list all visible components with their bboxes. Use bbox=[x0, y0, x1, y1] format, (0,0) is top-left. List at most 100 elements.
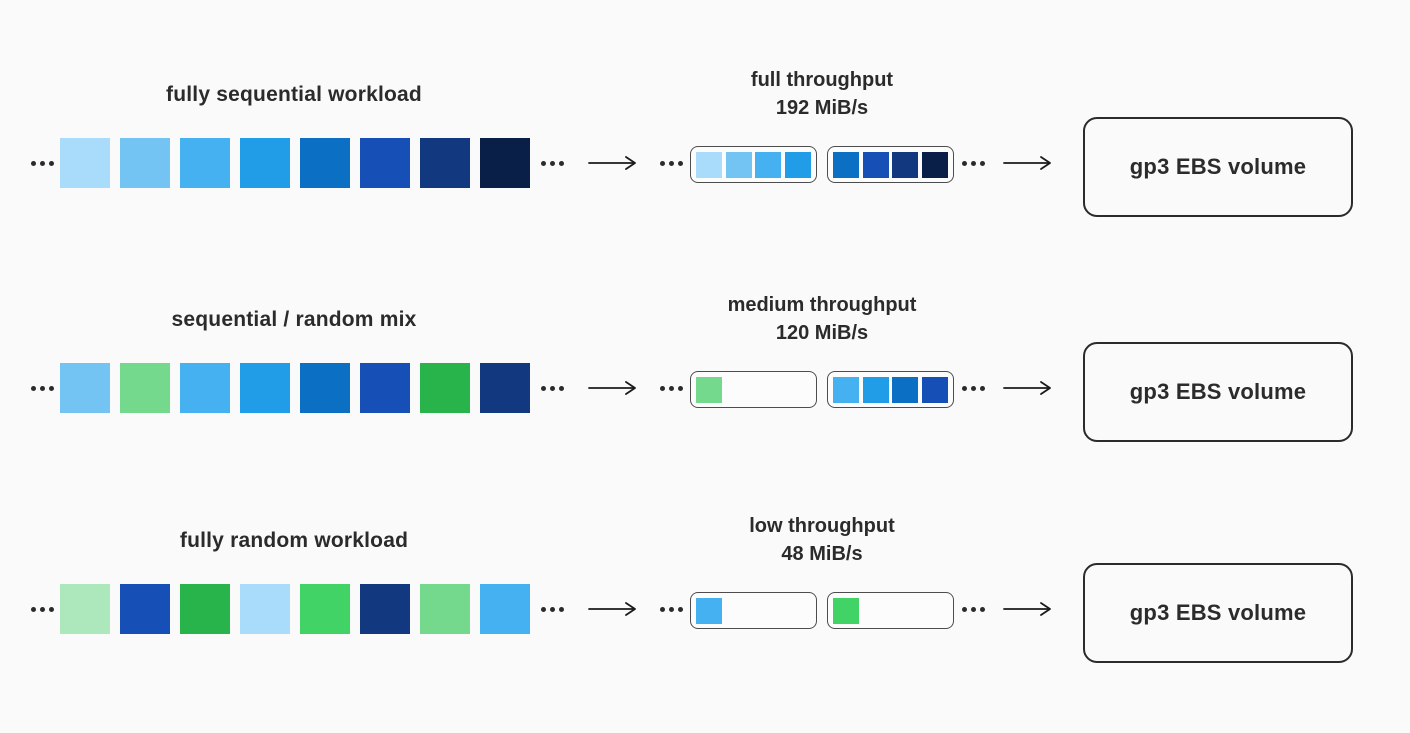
batch-cell-empty bbox=[863, 598, 889, 624]
io-block bbox=[480, 584, 530, 634]
io-block bbox=[180, 584, 230, 634]
ellipsis-dot bbox=[559, 385, 564, 391]
workload-row-sequential: fully sequential workload full throughpu… bbox=[0, 0, 1410, 225]
ellipsis-dot bbox=[980, 385, 985, 391]
ellipsis-dot bbox=[541, 385, 546, 391]
ellipsis-dot bbox=[49, 385, 54, 391]
io-batch-box bbox=[827, 592, 954, 629]
ellipsis-dot bbox=[678, 606, 683, 612]
ellipsis-icon bbox=[541, 160, 564, 166]
io-block-stream bbox=[60, 363, 530, 413]
ellipsis-dot bbox=[550, 160, 555, 166]
io-block bbox=[60, 138, 110, 188]
ellipsis-dot bbox=[971, 385, 976, 391]
batch-cell bbox=[784, 151, 811, 178]
io-block bbox=[60, 584, 110, 634]
batch-cell-empty bbox=[892, 598, 918, 624]
throughput-label: low throughput 48 MiB/s bbox=[672, 512, 972, 568]
ellipsis-icon bbox=[660, 606, 683, 612]
batch-cell bbox=[892, 151, 919, 178]
batch-cell bbox=[725, 151, 752, 178]
throughput-title: full throughput bbox=[750, 69, 894, 91]
ellipsis-icon bbox=[31, 606, 54, 612]
io-batch-box bbox=[690, 592, 817, 629]
batch-cell bbox=[696, 151, 722, 178]
ellipsis-dot bbox=[980, 606, 985, 612]
gp3-volume-box: gp3 EBS volume bbox=[1083, 563, 1353, 663]
io-block-stream bbox=[60, 138, 530, 188]
batch-cell bbox=[833, 376, 859, 403]
ellipsis-icon bbox=[962, 160, 985, 166]
batch-cell bbox=[833, 597, 859, 624]
io-batch-box bbox=[690, 146, 817, 183]
workload-label: sequential / random mix bbox=[171, 308, 417, 331]
arrow-right-icon bbox=[1003, 602, 1051, 616]
ellipsis-dot bbox=[559, 160, 564, 166]
ellipsis-dot bbox=[31, 385, 36, 391]
batch-cell bbox=[833, 151, 859, 178]
ellipsis-icon bbox=[31, 385, 54, 391]
io-block bbox=[300, 363, 350, 413]
gp3-volume-box: gp3 EBS volume bbox=[1083, 117, 1353, 217]
batch-cell bbox=[892, 376, 919, 403]
throughput-value: 120 MiB/s bbox=[775, 322, 869, 344]
throughput-value: 48 MiB/s bbox=[781, 543, 863, 565]
ellipsis-dot bbox=[49, 606, 54, 612]
batch-cell bbox=[862, 151, 889, 178]
ellipsis-icon bbox=[541, 385, 564, 391]
batch-cell-empty bbox=[755, 377, 781, 403]
batch-cell bbox=[755, 151, 782, 178]
io-block bbox=[480, 138, 530, 188]
workload-label: fully sequential workload bbox=[166, 83, 422, 106]
ellipsis-icon bbox=[660, 385, 683, 391]
batch-cell bbox=[921, 376, 948, 403]
workload-row-random: fully random workload low throughput 48 … bbox=[0, 446, 1410, 671]
batch-cell bbox=[696, 376, 722, 403]
ellipsis-dot bbox=[559, 606, 564, 612]
io-block bbox=[420, 138, 470, 188]
io-block bbox=[420, 363, 470, 413]
ellipsis-dot bbox=[962, 160, 967, 166]
io-batch-box bbox=[827, 371, 954, 408]
ellipsis-dot bbox=[669, 160, 674, 166]
batch-cell-empty bbox=[785, 377, 811, 403]
io-block bbox=[480, 363, 530, 413]
ellipsis-dot bbox=[49, 160, 54, 166]
ellipsis-dot bbox=[669, 385, 674, 391]
io-block bbox=[180, 363, 230, 413]
ellipsis-dot bbox=[40, 606, 45, 612]
io-block bbox=[300, 584, 350, 634]
ellipsis-dot bbox=[31, 606, 36, 612]
ellipsis-dot bbox=[971, 160, 976, 166]
io-block bbox=[360, 363, 410, 413]
ellipsis-dot bbox=[541, 606, 546, 612]
io-block bbox=[120, 363, 170, 413]
throughput-title: low throughput bbox=[749, 515, 895, 537]
batch-cell bbox=[862, 376, 889, 403]
io-block bbox=[180, 138, 230, 188]
gp3-volume-label: gp3 EBS volume bbox=[1129, 600, 1307, 625]
ellipsis-icon bbox=[31, 160, 54, 166]
io-block bbox=[120, 138, 170, 188]
io-batch-box bbox=[690, 371, 817, 408]
ellipsis-dot bbox=[660, 385, 665, 391]
ellipsis-dot bbox=[669, 606, 674, 612]
io-block bbox=[360, 138, 410, 188]
batch-cell-empty bbox=[726, 598, 752, 624]
ellipsis-icon bbox=[660, 160, 683, 166]
ellipsis-dot bbox=[660, 606, 665, 612]
throughput-label: full throughput 192 MiB/s bbox=[672, 66, 972, 122]
arrow-right-icon bbox=[588, 381, 636, 395]
throughput-title: medium throughput bbox=[727, 294, 917, 316]
batch-cell bbox=[921, 151, 948, 178]
io-block bbox=[240, 584, 290, 634]
io-block bbox=[240, 363, 290, 413]
gp3-volume-box: gp3 EBS volume bbox=[1083, 342, 1353, 442]
io-block bbox=[240, 138, 290, 188]
arrow-right-icon bbox=[588, 602, 636, 616]
batch-cell-empty bbox=[785, 598, 811, 624]
ellipsis-dot bbox=[660, 160, 665, 166]
ellipsis-dot bbox=[40, 385, 45, 391]
ellipsis-dot bbox=[962, 385, 967, 391]
